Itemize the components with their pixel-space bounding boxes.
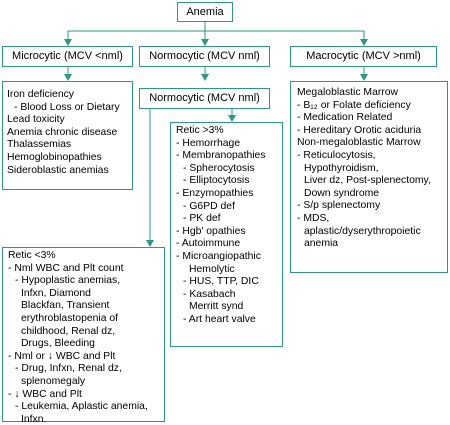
macrocytic-causes-box: Megaloblastic Marrow - B₁₂ or Folate def… bbox=[290, 81, 448, 273]
retic-low-item: - Nml or ↓ WBC and Plt bbox=[8, 350, 116, 362]
retic-low-item: - Drug, Infxn, Renal dz, bbox=[15, 363, 122, 375]
macrocytic-header-box: Macrocytic (MCV >nml) bbox=[290, 46, 437, 67]
macro-item: - Medication Related bbox=[297, 112, 393, 124]
retic-low-item: Drugs, Bleeding bbox=[21, 338, 95, 350]
macro-item: aplastic/dyserythropoietic bbox=[304, 225, 421, 237]
macrocytic-label: Macrocytic (MCV >nml) bbox=[306, 50, 421, 62]
anemia-root-box: Anemia bbox=[177, 2, 233, 22]
microcytic-label: Microcytic (MCV <nml) bbox=[12, 50, 123, 62]
retic-high-item: - Microangiopathic bbox=[176, 250, 261, 262]
retic-high-item: - Autoimmune bbox=[176, 238, 241, 250]
retic-high-title: Retic >3% bbox=[176, 125, 224, 136]
retic-high-item: Hemolytic bbox=[189, 263, 235, 275]
retic-low-item: erythroblastopenia of bbox=[21, 312, 119, 324]
micro-item: Anemia chronic disease bbox=[7, 126, 118, 138]
retic-low-item: Infxn, Diamond bbox=[21, 287, 91, 299]
retic-high-item: - PK def bbox=[183, 213, 221, 225]
retic-high-item: - Hgb' opathies bbox=[176, 225, 246, 237]
retic-high-item: - Hemorrhage bbox=[176, 137, 241, 149]
retic-low-item: - ↓ WBC and Plt bbox=[8, 388, 82, 400]
retic-low-box: Retic <3% - Nml WBC and Plt count - Hypo… bbox=[2, 247, 165, 425]
retic-high-item: - G6PD def bbox=[183, 200, 235, 212]
retic-high-item: - HUS, TTP, DIC bbox=[183, 276, 259, 288]
anemia-root-label: Anemia bbox=[186, 6, 224, 18]
retic-high-item: - Enzymopathies bbox=[176, 187, 254, 199]
retic-low-title: Retic <3% bbox=[8, 250, 56, 261]
micro-item: Thalassemias bbox=[7, 139, 72, 151]
normocytic-label: Normocytic (MCV nml) bbox=[149, 50, 260, 62]
retic-low-item: Blackfan, Transient bbox=[21, 300, 110, 312]
retic-high-item: - Art heart valve bbox=[183, 313, 256, 325]
macro-item: - Hereditary Orotic aciduria bbox=[297, 124, 422, 136]
microcytic-causes-box: Iron deficiency - Blood Loss or Dietary … bbox=[2, 81, 133, 190]
retic-high-item: - Kasabach bbox=[183, 288, 236, 300]
macro-item: - S/p splenectomy bbox=[297, 200, 381, 212]
macro-item: Hypothyroidism, bbox=[304, 162, 379, 174]
retic-low-item: splenomegaly bbox=[21, 375, 86, 387]
macro-item: Megaloblastic Marrow bbox=[297, 87, 399, 98]
macro-item: - Reticulocytosis, bbox=[297, 149, 376, 161]
macro-item: anemia bbox=[304, 238, 339, 250]
normocytic-sub-box: Normocytic (MCV nml) bbox=[139, 88, 270, 109]
retic-high-item: - Elliptocytosis bbox=[183, 175, 250, 187]
retic-low-item: Infxn. bbox=[21, 413, 47, 425]
micro-item: - Blood Loss or Dietary bbox=[14, 101, 120, 113]
macro-item: Liver dz, Post-splenectomy, bbox=[304, 175, 431, 187]
macro-item: Non-megaloblastic Marrow bbox=[297, 137, 421, 149]
retic-high-box: Retic >3% - Hemorrhage - Membranopathies… bbox=[170, 122, 283, 347]
microcytic-header-box: Microcytic (MCV <nml) bbox=[2, 46, 133, 67]
macro-item: - MDS, bbox=[297, 212, 330, 224]
normocytic-sub-label: Normocytic (MCV nml) bbox=[149, 92, 260, 104]
normocytic-header-box: Normocytic (MCV nml) bbox=[139, 46, 270, 67]
retic-high-item: Merritt synd bbox=[189, 301, 244, 313]
retic-low-item: - Nml WBC and Plt count bbox=[8, 262, 124, 274]
micro-item: Iron deficiency bbox=[7, 89, 74, 100]
micro-item: Hemoglobinopathies bbox=[7, 151, 102, 163]
macro-item: - B₁₂ or Folate deficiency bbox=[297, 99, 411, 111]
retic-low-item: childhood, Renal dz, bbox=[21, 325, 116, 337]
retic-low-item: - Hypoplastic anemias, bbox=[15, 275, 121, 287]
retic-high-item: - Spherocytosis bbox=[183, 162, 255, 174]
micro-item: Lead toxicity bbox=[7, 114, 65, 126]
retic-low-item: - Leukemia, Aplastic anemia, bbox=[15, 401, 148, 413]
micro-item: Sideroblastic anemias bbox=[7, 164, 109, 176]
macro-item: Down syndrome bbox=[304, 187, 380, 199]
retic-high-item: - Membranopathies bbox=[176, 150, 266, 162]
